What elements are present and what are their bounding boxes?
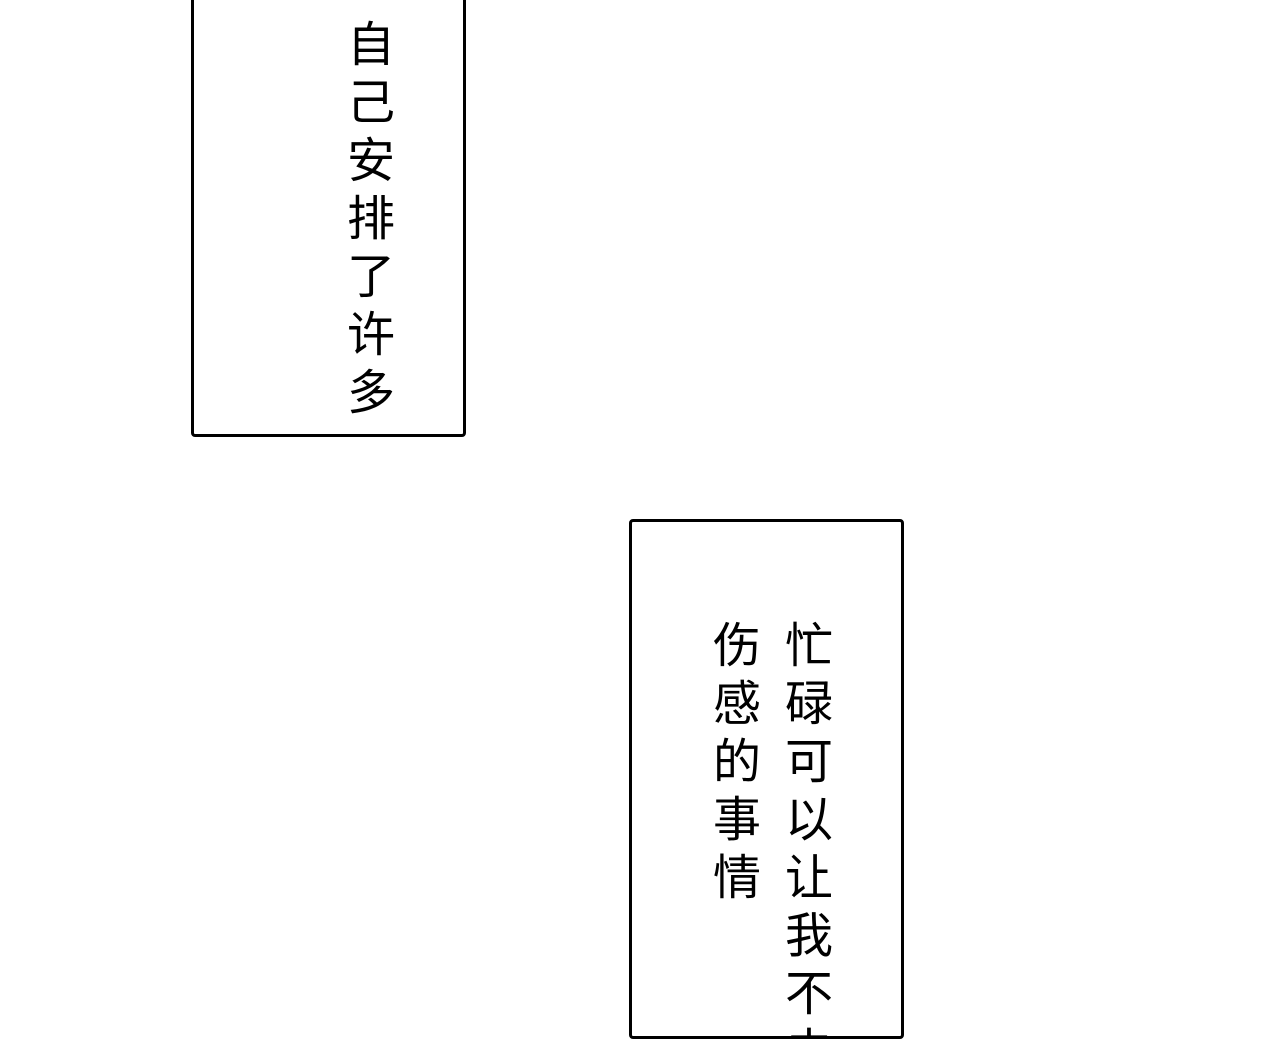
- caption-text-bottom-line-2: 伤感的事情: [704, 620, 760, 910]
- caption-text-top: ，自己安排了许多: [338, 0, 394, 425]
- caption-box-bottom: 忙碌可以让我不去 伤感的事情: [629, 519, 904, 1039]
- caption-box-top: ，自己安排了许多: [191, 0, 466, 437]
- caption-text-bottom-line-1: 忙碌可以让我不去: [776, 620, 832, 1039]
